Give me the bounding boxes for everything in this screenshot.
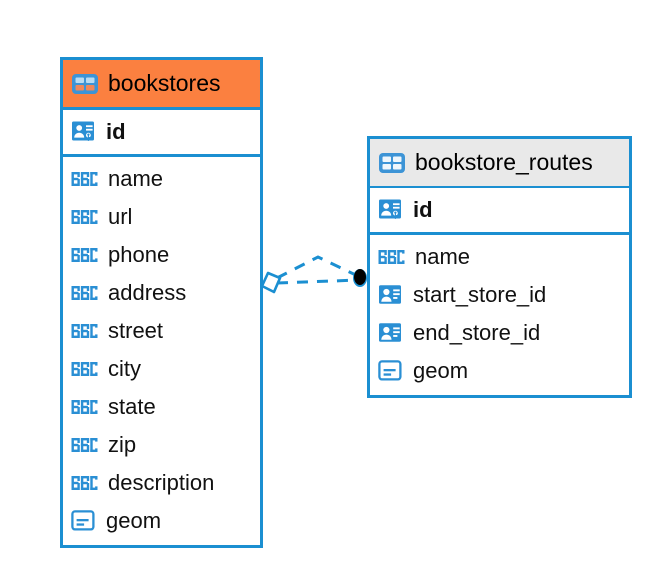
geometry-type-icon xyxy=(378,360,402,381)
attribute-row-end-store-id[interactable]: end_store_id xyxy=(370,314,629,352)
table-icon xyxy=(379,152,405,173)
attribute-row-zip[interactable]: zip xyxy=(63,426,260,464)
attribute-label: end_store_id xyxy=(413,320,541,345)
attribute-row-geom[interactable]: geom xyxy=(63,502,260,540)
foreign-key-icon xyxy=(379,323,401,342)
attribute-row-name[interactable]: name xyxy=(63,160,260,198)
attribute-label: start_store_id xyxy=(413,282,547,307)
attribute-row-geom[interactable]: geom xyxy=(370,352,629,390)
attribute-row-id[interactable]: id xyxy=(63,110,260,154)
text-type-icon xyxy=(71,172,98,186)
relationship-line-upper xyxy=(276,255,361,280)
entity-title: bookstores xyxy=(108,70,221,96)
relationship-line-lower xyxy=(276,278,361,285)
attribute-label: name xyxy=(415,244,471,269)
attribute-label: zip xyxy=(108,432,137,457)
attribute-row-url[interactable]: url xyxy=(63,198,260,236)
primary-key-icon xyxy=(379,199,401,219)
text-type-icon xyxy=(71,400,98,414)
entity-header-bookstores[interactable]: bookstores xyxy=(63,60,260,107)
foreign-key-icon xyxy=(379,285,401,304)
attribute-label: id xyxy=(413,197,433,222)
text-type-icon xyxy=(71,324,98,338)
attribute-row-state[interactable]: state xyxy=(63,388,260,426)
attribute-row-description[interactable]: description xyxy=(63,464,260,502)
text-type-icon xyxy=(378,250,405,264)
attribute-label: state xyxy=(108,394,156,419)
attribute-row-street[interactable]: street xyxy=(63,312,260,350)
diamond-marker xyxy=(260,271,282,294)
entity-bookstore-routes[interactable]: bookstore_routes xyxy=(367,136,632,398)
attribute-row-start-store-id[interactable]: start_store_id xyxy=(370,276,629,314)
primary-key-section: id xyxy=(63,107,260,157)
entity-title: bookstore_routes xyxy=(415,149,593,175)
attribute-label: address xyxy=(108,280,187,305)
text-type-icon xyxy=(71,286,98,300)
filled-circle-marker xyxy=(353,269,367,287)
table-icon xyxy=(72,73,98,94)
attribute-label: id xyxy=(106,119,126,144)
attribute-label: geom xyxy=(106,508,162,533)
attribute-label: street xyxy=(108,318,164,343)
attribute-label: phone xyxy=(108,242,170,267)
text-type-icon xyxy=(71,362,98,376)
relationship-connector[interactable] xyxy=(255,245,385,325)
attribute-label: description xyxy=(108,470,215,495)
primary-key-icon xyxy=(72,121,94,141)
text-type-icon xyxy=(71,438,98,452)
entity-header-bookstore-routes[interactable]: bookstore_routes xyxy=(370,139,629,186)
attribute-label: geom xyxy=(413,358,469,383)
attribute-label: url xyxy=(108,204,133,229)
attributes-section: name start_store_id xyxy=(370,235,629,390)
attribute-label: name xyxy=(108,166,164,191)
attribute-row-id[interactable]: id xyxy=(370,188,629,232)
text-type-icon xyxy=(71,476,98,490)
geometry-type-icon xyxy=(71,510,95,531)
primary-key-section: id xyxy=(370,186,629,235)
attributes-section: name url xyxy=(63,157,260,540)
attribute-label: city xyxy=(108,356,141,381)
text-type-icon xyxy=(71,248,98,262)
attribute-row-city[interactable]: city xyxy=(63,350,260,388)
text-type-icon xyxy=(71,210,98,224)
entity-bookstores[interactable]: bookstores xyxy=(60,57,263,548)
attribute-row-name[interactable]: name xyxy=(370,238,629,276)
attribute-row-address[interactable]: address xyxy=(63,274,260,312)
attribute-row-phone[interactable]: phone xyxy=(63,236,260,274)
